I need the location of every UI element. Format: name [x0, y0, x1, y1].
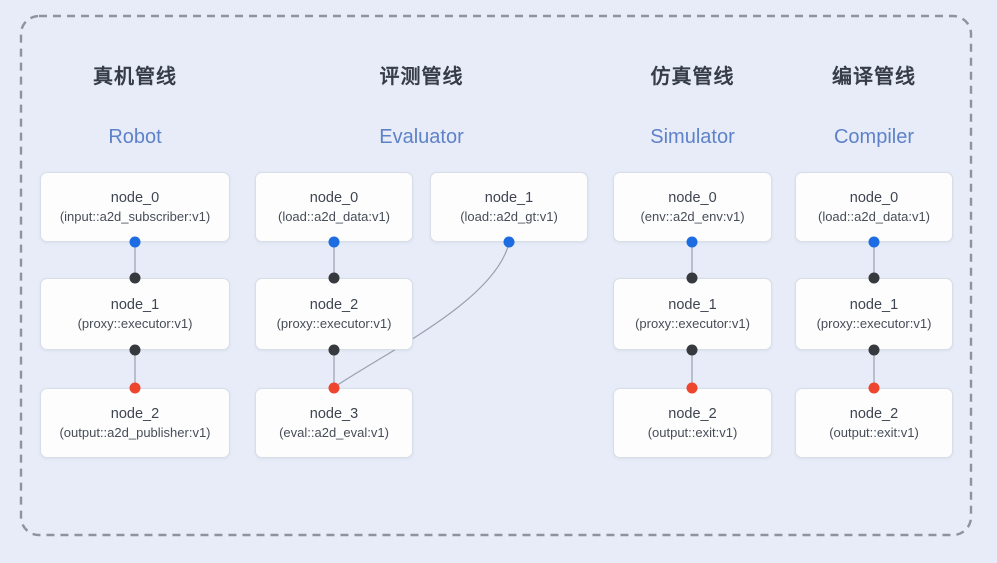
robot-node-2: node_2 (output::a2d_publisher:v1) [40, 388, 230, 458]
node-type: (proxy::executor:v1) [77, 316, 193, 332]
node-type: (load::a2d_data:v1) [817, 209, 931, 225]
node-title: node_2 [668, 405, 717, 422]
red-port-dot [129, 382, 141, 394]
compiler-node-0: node_0 (load::a2d_data:v1) [795, 172, 953, 242]
node-type: (proxy::executor:v1) [816, 316, 932, 332]
simulator-node-2: node_2 (output::exit:v1) [613, 388, 772, 458]
node-type: (proxy::executor:v1) [635, 316, 750, 332]
blue-port-dot [503, 236, 515, 248]
black-port-dot [686, 272, 698, 284]
pipeline-title-zh-robot: 真机管线 [93, 66, 177, 88]
black-port-dot [328, 344, 340, 356]
compiler-node-1: node_1 (proxy::executor:v1) [795, 278, 953, 350]
pipeline-title-zh-evaluator: 评测管线 [379, 66, 464, 88]
black-port-dot [129, 272, 141, 284]
node-type: (env::a2d_env:v1) [640, 209, 745, 225]
black-port-dot [129, 344, 141, 356]
node-title: node_1 [849, 296, 899, 313]
black-port-dot [686, 344, 698, 356]
black-port-dot [868, 272, 880, 284]
pipeline-title-en-robot: Robot [108, 126, 162, 148]
node-title: node_1 [668, 296, 717, 313]
black-port-dot [868, 344, 880, 356]
node-title: node_0 [309, 189, 359, 206]
dashed-frame [19, 14, 973, 537]
simulator-node-1: node_1 (proxy::executor:v1) [613, 278, 772, 350]
black-port-dot [328, 272, 340, 284]
gt-to-eval-curve [335, 242, 510, 387]
node-type: (eval::a2d_eval:v1) [279, 425, 389, 441]
node-type: (input::a2d_subscriber:v1) [59, 209, 211, 225]
node-title: node_0 [668, 189, 717, 206]
robot-node-0: node_0 (input::a2d_subscriber:v1) [40, 172, 230, 242]
node-title: node_2 [849, 405, 899, 422]
evaluator-node-2: node_2 (proxy::executor:v1) [255, 278, 413, 350]
blue-port-dot [868, 236, 880, 248]
robot-node-1: node_1 (proxy::executor:v1) [40, 278, 230, 350]
blue-port-dot [328, 236, 340, 248]
evaluator-node-1: node_1 (load::a2d_gt:v1) [430, 172, 588, 242]
node-title: node_1 [110, 296, 160, 313]
node-title: node_2 [309, 296, 359, 313]
pipeline-title-en-compiler: Compiler [833, 126, 915, 148]
node-type: (load::a2d_gt:v1) [460, 209, 558, 225]
pipeline-title-en-simulator: Simulator [650, 126, 735, 148]
node-title: node_1 [484, 189, 534, 206]
pipeline-title-zh-simulator: 仿真管线 [650, 66, 735, 88]
node-type: (load::a2d_data:v1) [277, 209, 391, 225]
node-title: node_0 [849, 189, 899, 206]
red-port-dot [868, 382, 880, 394]
node-type: (output::a2d_publisher:v1) [59, 425, 211, 441]
blue-port-dot [686, 236, 698, 248]
node-title: node_0 [110, 189, 160, 206]
simulator-node-0: node_0 (env::a2d_env:v1) [613, 172, 772, 242]
evaluator-node-0: node_0 (load::a2d_data:v1) [255, 172, 413, 242]
node-type: (output::exit:v1) [829, 425, 919, 441]
pipeline-title-en-evaluator: Evaluator [379, 126, 464, 148]
red-port-dot [686, 382, 698, 394]
pipeline-title-zh-compiler: 编译管线 [832, 66, 916, 88]
node-title: node_2 [110, 405, 160, 422]
node-type: (proxy::executor:v1) [276, 316, 392, 332]
red-port-dot [328, 382, 340, 394]
node-type: (output::exit:v1) [647, 425, 738, 441]
evaluator-node-3: node_3 (eval::a2d_eval:v1) [255, 388, 413, 458]
blue-port-dot [129, 236, 141, 248]
node-title: node_3 [309, 405, 359, 422]
compiler-node-2: node_2 (output::exit:v1) [795, 388, 953, 458]
